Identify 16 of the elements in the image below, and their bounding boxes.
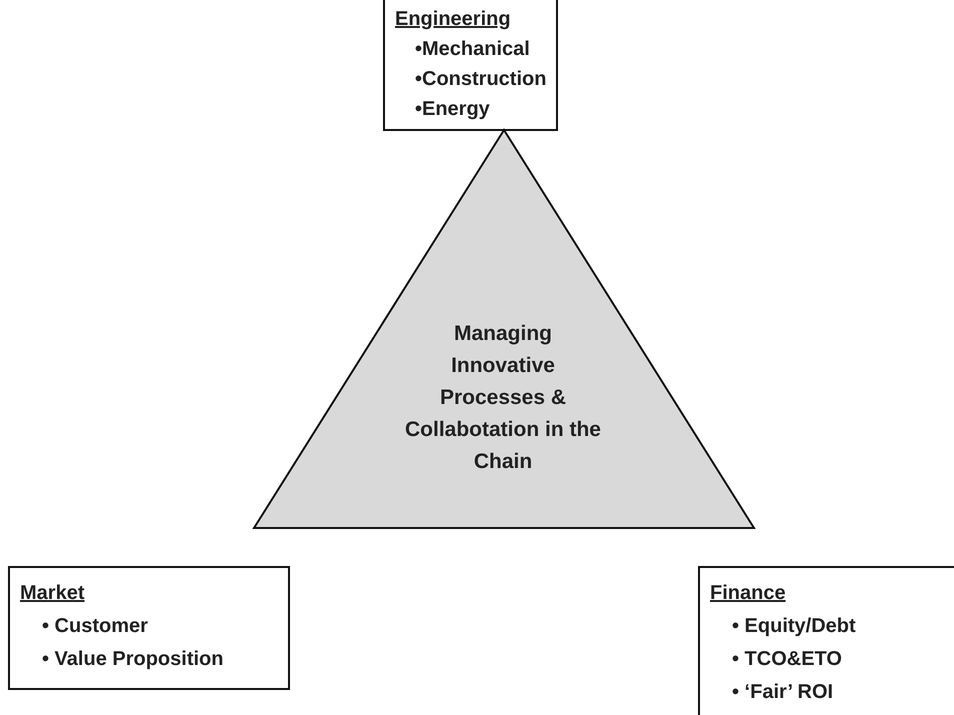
bullet-item: • Value Proposition [42,648,224,671]
box-heading: Finance [710,582,786,605]
box-heading: Engineering [395,8,511,31]
box-heading: Market [20,582,84,605]
bullet-item: • ‘Fair’ ROI [732,681,834,704]
bullet-item: • Customer [42,615,148,638]
bullet-item: • Equity/Debt [732,615,856,638]
category-box [383,0,558,131]
center-text: Managing Innovative Processes & Collabotation in the Chain [404,321,602,475]
bullet-item: • TCO&ETO [732,648,842,671]
category-box [8,566,290,690]
bullet-item: •Energy [415,98,490,121]
center-triangle [252,128,756,530]
bullet-item: •Mechanical [415,38,530,61]
bullet-item: •Construction [415,68,546,91]
category-box [698,566,954,715]
